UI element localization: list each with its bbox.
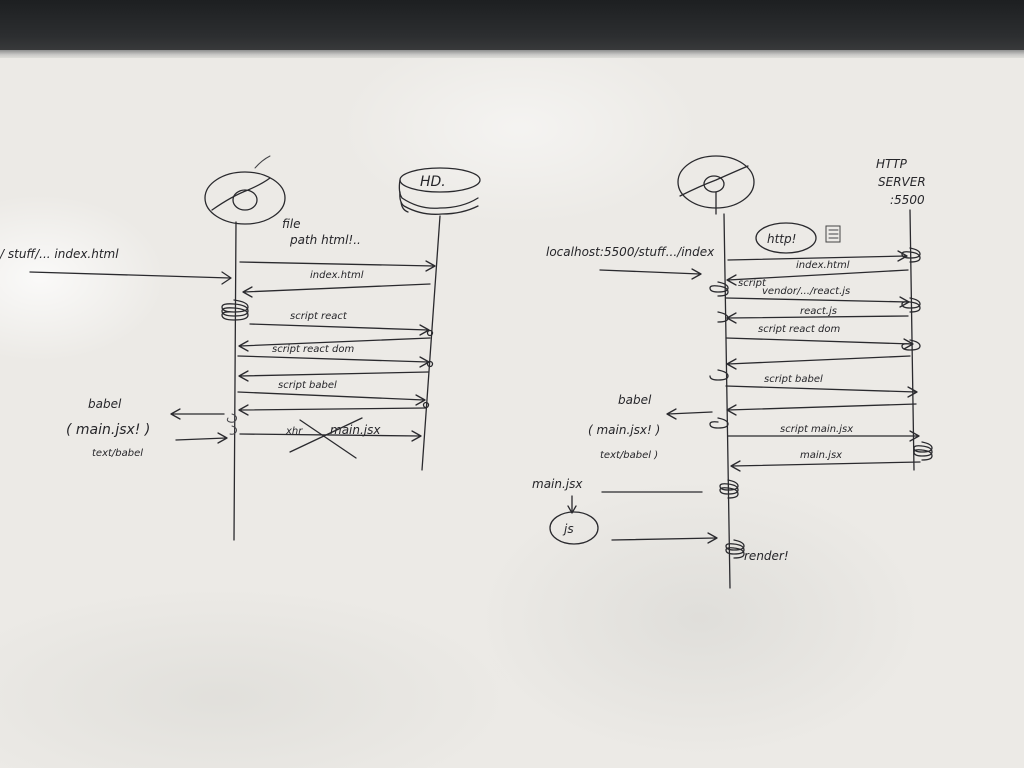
left-request-label: / stuff/... index.html — [0, 247, 119, 261]
right-arrow-vendor-react: vendor/.../react.js — [762, 286, 850, 297]
left-babel-label: babel — [88, 397, 122, 411]
hd-lifeline — [421, 215, 441, 471]
right-arrow-main-jsx: main.jsx — [800, 450, 842, 461]
js-node-label: js — [562, 522, 574, 536]
left-arrow-script-reactdom: script react dom — [272, 344, 355, 355]
coil-10 — [725, 539, 745, 559]
right-main-jsx-label: main.jsx — [532, 477, 583, 491]
right-arrow-react-js: react.js — [800, 306, 837, 317]
left-babel-text: text/babel — [92, 448, 143, 459]
cross-out-mark — [289, 417, 363, 453]
whiteboard-surface — [0, 58, 1024, 768]
right-request-label: localhost:5500/stuff.../index — [546, 245, 715, 259]
browser-globe-icon-2 — [677, 155, 755, 215]
right-babel-text: text/babel ) — [600, 450, 658, 461]
right-arrow-script-main: script main.jsx — [780, 424, 853, 435]
left-diagram: HD. / stuff/... index.html file path htm… — [0, 155, 481, 541]
browser-lifeline — [233, 221, 237, 541]
coil-1 — [709, 281, 729, 297]
server-title-server: SERVER — [878, 175, 926, 189]
hd-label: HD. — [420, 174, 446, 190]
right-babel-main: ( main.jsx! ) — [588, 423, 660, 437]
left-arrow-index-html: index.html — [310, 270, 364, 281]
right-arrow-script-babel: script babel — [764, 374, 823, 385]
http-box-label: http! — [767, 232, 796, 246]
browser-lifeline-2 — [723, 213, 731, 589]
coil-6 — [709, 369, 729, 381]
coil-5 — [901, 339, 921, 351]
coil-2 — [901, 247, 921, 263]
coil-9 — [719, 479, 739, 499]
right-arrow-script-label: script — [738, 278, 767, 289]
browser-globe-icon — [204, 155, 286, 225]
coil-4 — [717, 311, 729, 323]
left-request-arrow — [29, 271, 231, 279]
coil-3 — [901, 297, 921, 313]
coil-7 — [709, 417, 729, 429]
right-babel-label: babel — [618, 393, 652, 407]
path-html-label: path html!.. — [289, 233, 361, 247]
hard-disk-icon: HD. — [398, 167, 481, 215]
server-port: :5500 — [890, 193, 925, 207]
processing-coil — [221, 299, 249, 321]
coil-8 — [913, 441, 933, 461]
left-arrow-script-react: script react — [290, 311, 348, 322]
js-node-icon: js — [549, 511, 599, 545]
server-title-http: HTTP — [876, 157, 908, 171]
left-arrow-script-babel: script babel — [278, 380, 337, 391]
left-babel-main: ( main.jsx! ) — [66, 422, 150, 438]
file-label: file — [282, 217, 300, 231]
right-arrow-script-reactdom: script react dom — [758, 324, 841, 335]
http-request-box: http! — [755, 222, 841, 254]
right-diagram: HTTP SERVER :5500 http! localhost:5500/s… — [532, 155, 933, 589]
right-arrow-index-html: index.html — [796, 260, 850, 271]
render-label: render! — [744, 549, 789, 563]
left-arrow-xhr: xhr — [285, 426, 303, 437]
whiteboard-frame — [0, 50, 1024, 58]
wall-background — [0, 0, 1024, 52]
